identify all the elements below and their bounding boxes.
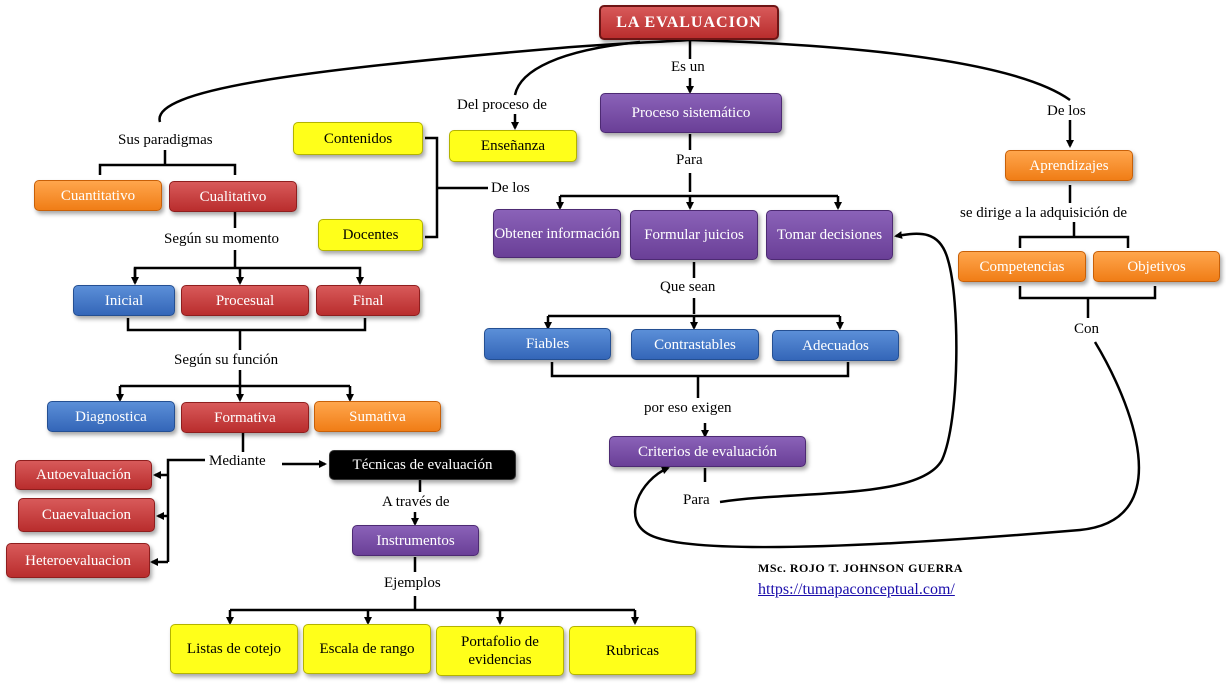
node-proceso-sistematico: Proceso sistemático [600,93,782,133]
label-de-los-left: De los [489,180,532,197]
node-tomar-decisiones: Tomar decisiones [766,210,893,260]
node-rubricas: Rubricas [569,626,696,675]
node-escala-rango: Escala de rango [303,624,431,674]
node-inicial: Inicial [73,285,175,316]
node-cualitativo: Cualitativo [169,181,297,212]
label-a-traves-de: A través de [380,494,452,511]
node-listas-cotejo: Listas de cotejo [170,624,298,674]
node-ensenanza: Enseñanza [449,130,577,162]
label-por-eso-exigen: por eso exigen [642,400,734,417]
node-objetivos: Objetivos [1093,251,1220,282]
node-formular-juicios: Formular juicios [630,210,758,260]
node-cuantitativo: Cuantitativo [34,180,162,211]
node-tecnicas-evaluacion: Técnicas de evaluación [329,450,516,480]
node-contenidos: Contenidos [293,122,423,155]
node-formativa: Formativa [181,402,309,433]
source-link[interactable]: https://tumapaconceptual.com/ [758,581,955,598]
label-que-sean: Que sean [658,279,718,296]
node-final: Final [316,285,420,316]
node-competencias: Competencias [958,251,1086,282]
node-autoevaluacion: Autoevaluación [15,460,152,490]
label-es-un: Es un [669,59,707,76]
node-sumativa: Sumativa [314,401,441,432]
node-criterios-evaluacion: Criterios de evaluación [609,436,806,467]
node-aprendizajes: Aprendizajes [1005,150,1133,181]
author-credit: MSc. ROJO T. JOHNSON GUERRA [758,561,964,575]
label-ejemplos: Ejemplos [382,575,443,592]
label-sus-paradigmas: Sus paradigmas [116,132,215,149]
label-para-bottom: Para [681,492,712,509]
node-cuaevaluacion: Cuaevaluacion [18,498,155,532]
node-instrumentos: Instrumentos [352,525,479,556]
node-docentes: Docentes [318,219,423,251]
label-se-dirige: se dirige a la adquisición de [958,205,1130,222]
label-segun-funcion: Según su función [172,352,281,369]
node-adecuados: Adecuados [772,330,899,361]
label-segun-momento: Según su momento [162,231,281,248]
label-mediante: Mediante [207,453,268,470]
node-heteroevaluacion: Heteroevaluacion [6,543,150,578]
node-diagnostica: Diagnostica [47,401,175,432]
label-del-proceso-de: Del proceso de [455,97,549,114]
label-de-los-right: De los [1045,103,1088,120]
label-con: Con [1072,321,1102,338]
node-fiables: Fiables [484,328,611,360]
label-para-top: Para [674,152,705,169]
main-title: LA EVALUACION [599,5,779,40]
node-obtener-informacion: Obtener información [493,209,621,258]
node-procesual: Procesual [181,285,309,316]
node-contrastables: Contrastables [631,329,759,360]
node-portafolio-evidencias: Portafolio de evidencias [436,626,564,676]
